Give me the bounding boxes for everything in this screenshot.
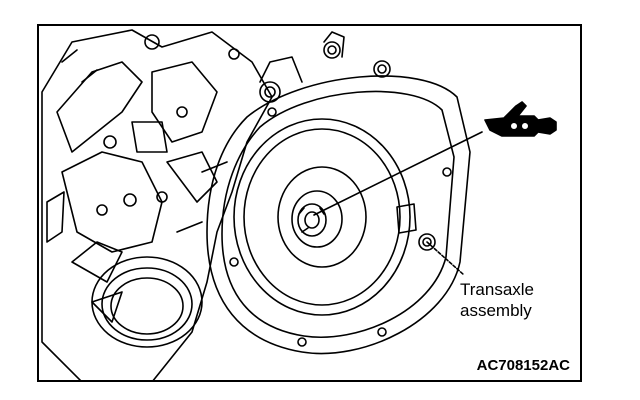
leader-lines bbox=[313, 131, 483, 276]
bell-housing-flange bbox=[206, 75, 471, 355]
axle-seal-housing bbox=[91, 256, 203, 348]
grease-gun-icon bbox=[484, 101, 557, 137]
transaxle-callout: Transaxle assembly bbox=[460, 279, 535, 321]
callout-line-2: assembly bbox=[460, 301, 532, 320]
figure-code: AC708152AC bbox=[476, 357, 570, 374]
mounting-bosses bbox=[259, 31, 391, 103]
transaxle-drawing bbox=[41, 29, 557, 380]
callout-line-1: Transaxle bbox=[460, 280, 535, 299]
torque-converter bbox=[233, 118, 411, 316]
illustration-frame: Transaxle assembly AC708152AC bbox=[37, 24, 582, 382]
transaxle-case bbox=[41, 29, 273, 380]
